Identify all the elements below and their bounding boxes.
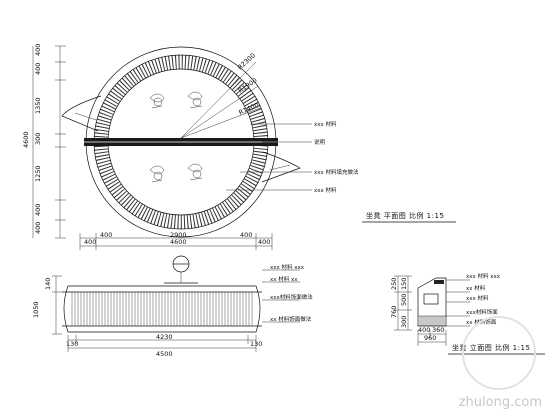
sect-dim-overall: 960 — [424, 334, 436, 342]
elev-dim-bottom-2: 4230 — [156, 333, 173, 341]
plan-dim-left-5: 1250 — [34, 165, 42, 182]
plan-caption: 坐凳 平面图 比例 1:15 — [366, 211, 444, 220]
sect-dim-left-2: 150 — [400, 278, 408, 290]
plan-dim-top-1: 400 — [100, 231, 112, 239]
plan-callout-3: xxx 材料填充做法 — [314, 168, 359, 176]
plan-dim-overall: 4600 — [22, 131, 30, 148]
radius-label-2: R1900 — [237, 76, 259, 94]
elev-dim-bottom-3: 130 — [250, 340, 262, 348]
plan-dim-bottom-2: 4600 — [170, 238, 187, 246]
plan-dim-bottom-3: 400 — [258, 238, 270, 246]
elev-dim-left-1: 140 — [44, 278, 52, 290]
elev-callout-1: xxx 材料 xxx — [270, 263, 305, 271]
sect-dim-bottom-1: 400 — [418, 326, 430, 334]
radius-label-1: R2300 — [236, 51, 257, 71]
sect-callout-1: xxx 材料 xxx — [466, 272, 501, 280]
sect-dim-left-3: 760 — [390, 306, 398, 318]
plan-dim-left-6: 400 — [34, 204, 42, 216]
watermark-logo-icon — [462, 316, 536, 390]
plan-callout-4: xxx 材料 — [314, 186, 337, 194]
sect-callout-4: xxx材料饰面 — [466, 308, 498, 316]
plan-dim-left-4: 300 — [34, 133, 42, 145]
plan-callout-2: 说明 — [314, 138, 326, 146]
elev-dim-overall: 4500 — [156, 350, 173, 358]
plan-dim-left-3: 1350 — [34, 97, 42, 114]
elevation-panel — [71, 292, 253, 326]
plan-dim-top-2: 2900 — [170, 231, 187, 239]
ornament-icon — [149, 91, 203, 183]
plan-dim-top-3: 400 — [240, 231, 252, 239]
sect-callout-3: xxx 材料 — [466, 294, 489, 302]
sect-dim-bottom-2: 360 — [432, 326, 444, 334]
plan-dim-bottom-1: 400 — [84, 238, 96, 246]
plan-callout-1: xxx 材料 — [314, 120, 337, 128]
sect-callout-2: xx 材料 — [466, 284, 486, 292]
elev-dim-left-2: 1050 — [32, 301, 40, 318]
elev-callout-4: xx 材料饰面做法 — [270, 315, 312, 323]
elev-callout-2: xx 材料 xx — [270, 275, 298, 283]
plan-dim-left-7: 400 — [34, 222, 42, 234]
sect-dim-left-4: 500 — [400, 294, 408, 306]
plan-view: 400 400 1350 300 1250 400 400 4600 R2300… — [22, 44, 456, 250]
elev-callout-3: xxx材料饰面做法 — [270, 293, 313, 301]
section-fill — [419, 316, 445, 326]
plan-dim-left-1: 400 — [34, 44, 42, 56]
elevation-view: 140 1050 xxx 材料 xxx xx 材料 xx xxx材料饰面做法 x… — [32, 255, 313, 358]
elev-dim-bottom-1: 130 — [66, 340, 78, 348]
sect-dim-left-5: 300 — [400, 316, 408, 328]
sect-dim-left-1: 250 — [390, 278, 398, 290]
plan-dim-left-2: 400 — [34, 63, 42, 75]
watermark: zhulong.com — [458, 395, 542, 410]
